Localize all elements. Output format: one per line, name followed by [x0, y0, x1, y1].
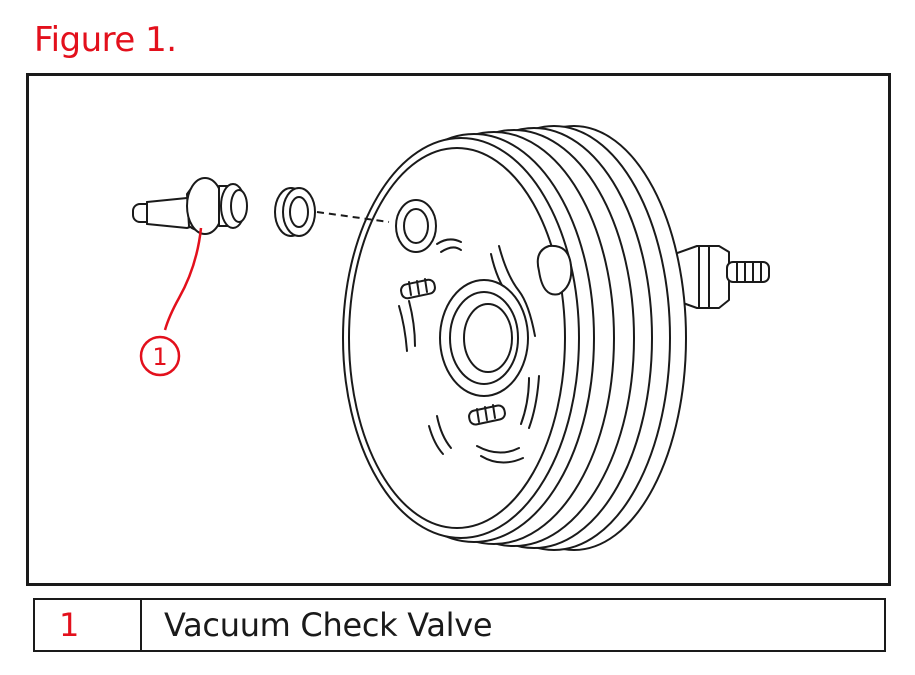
vacuum-check-valve — [132, 177, 248, 235]
brake-booster — [342, 125, 687, 551]
legend-table: 1 Vacuum Check Valve — [33, 598, 886, 652]
grommet — [274, 187, 316, 237]
callout-1: 1 — [139, 227, 203, 377]
callout-number: 1 — [152, 343, 167, 371]
alignment-dash-line — [316, 211, 390, 223]
legend-row-description: Vacuum Check Valve — [164, 606, 493, 644]
diagram-canvas: 1 — [132, 125, 770, 551]
callout-leader-line — [163, 227, 203, 331]
legend-row-number: 1 — [35, 600, 142, 650]
mounting-stud-lower — [468, 404, 506, 426]
callout-circle — [139, 335, 181, 377]
figure-title: Figure 1. — [34, 20, 177, 60]
mounting-stud-upper — [400, 278, 436, 300]
diagram-frame: 1 — [26, 73, 891, 586]
